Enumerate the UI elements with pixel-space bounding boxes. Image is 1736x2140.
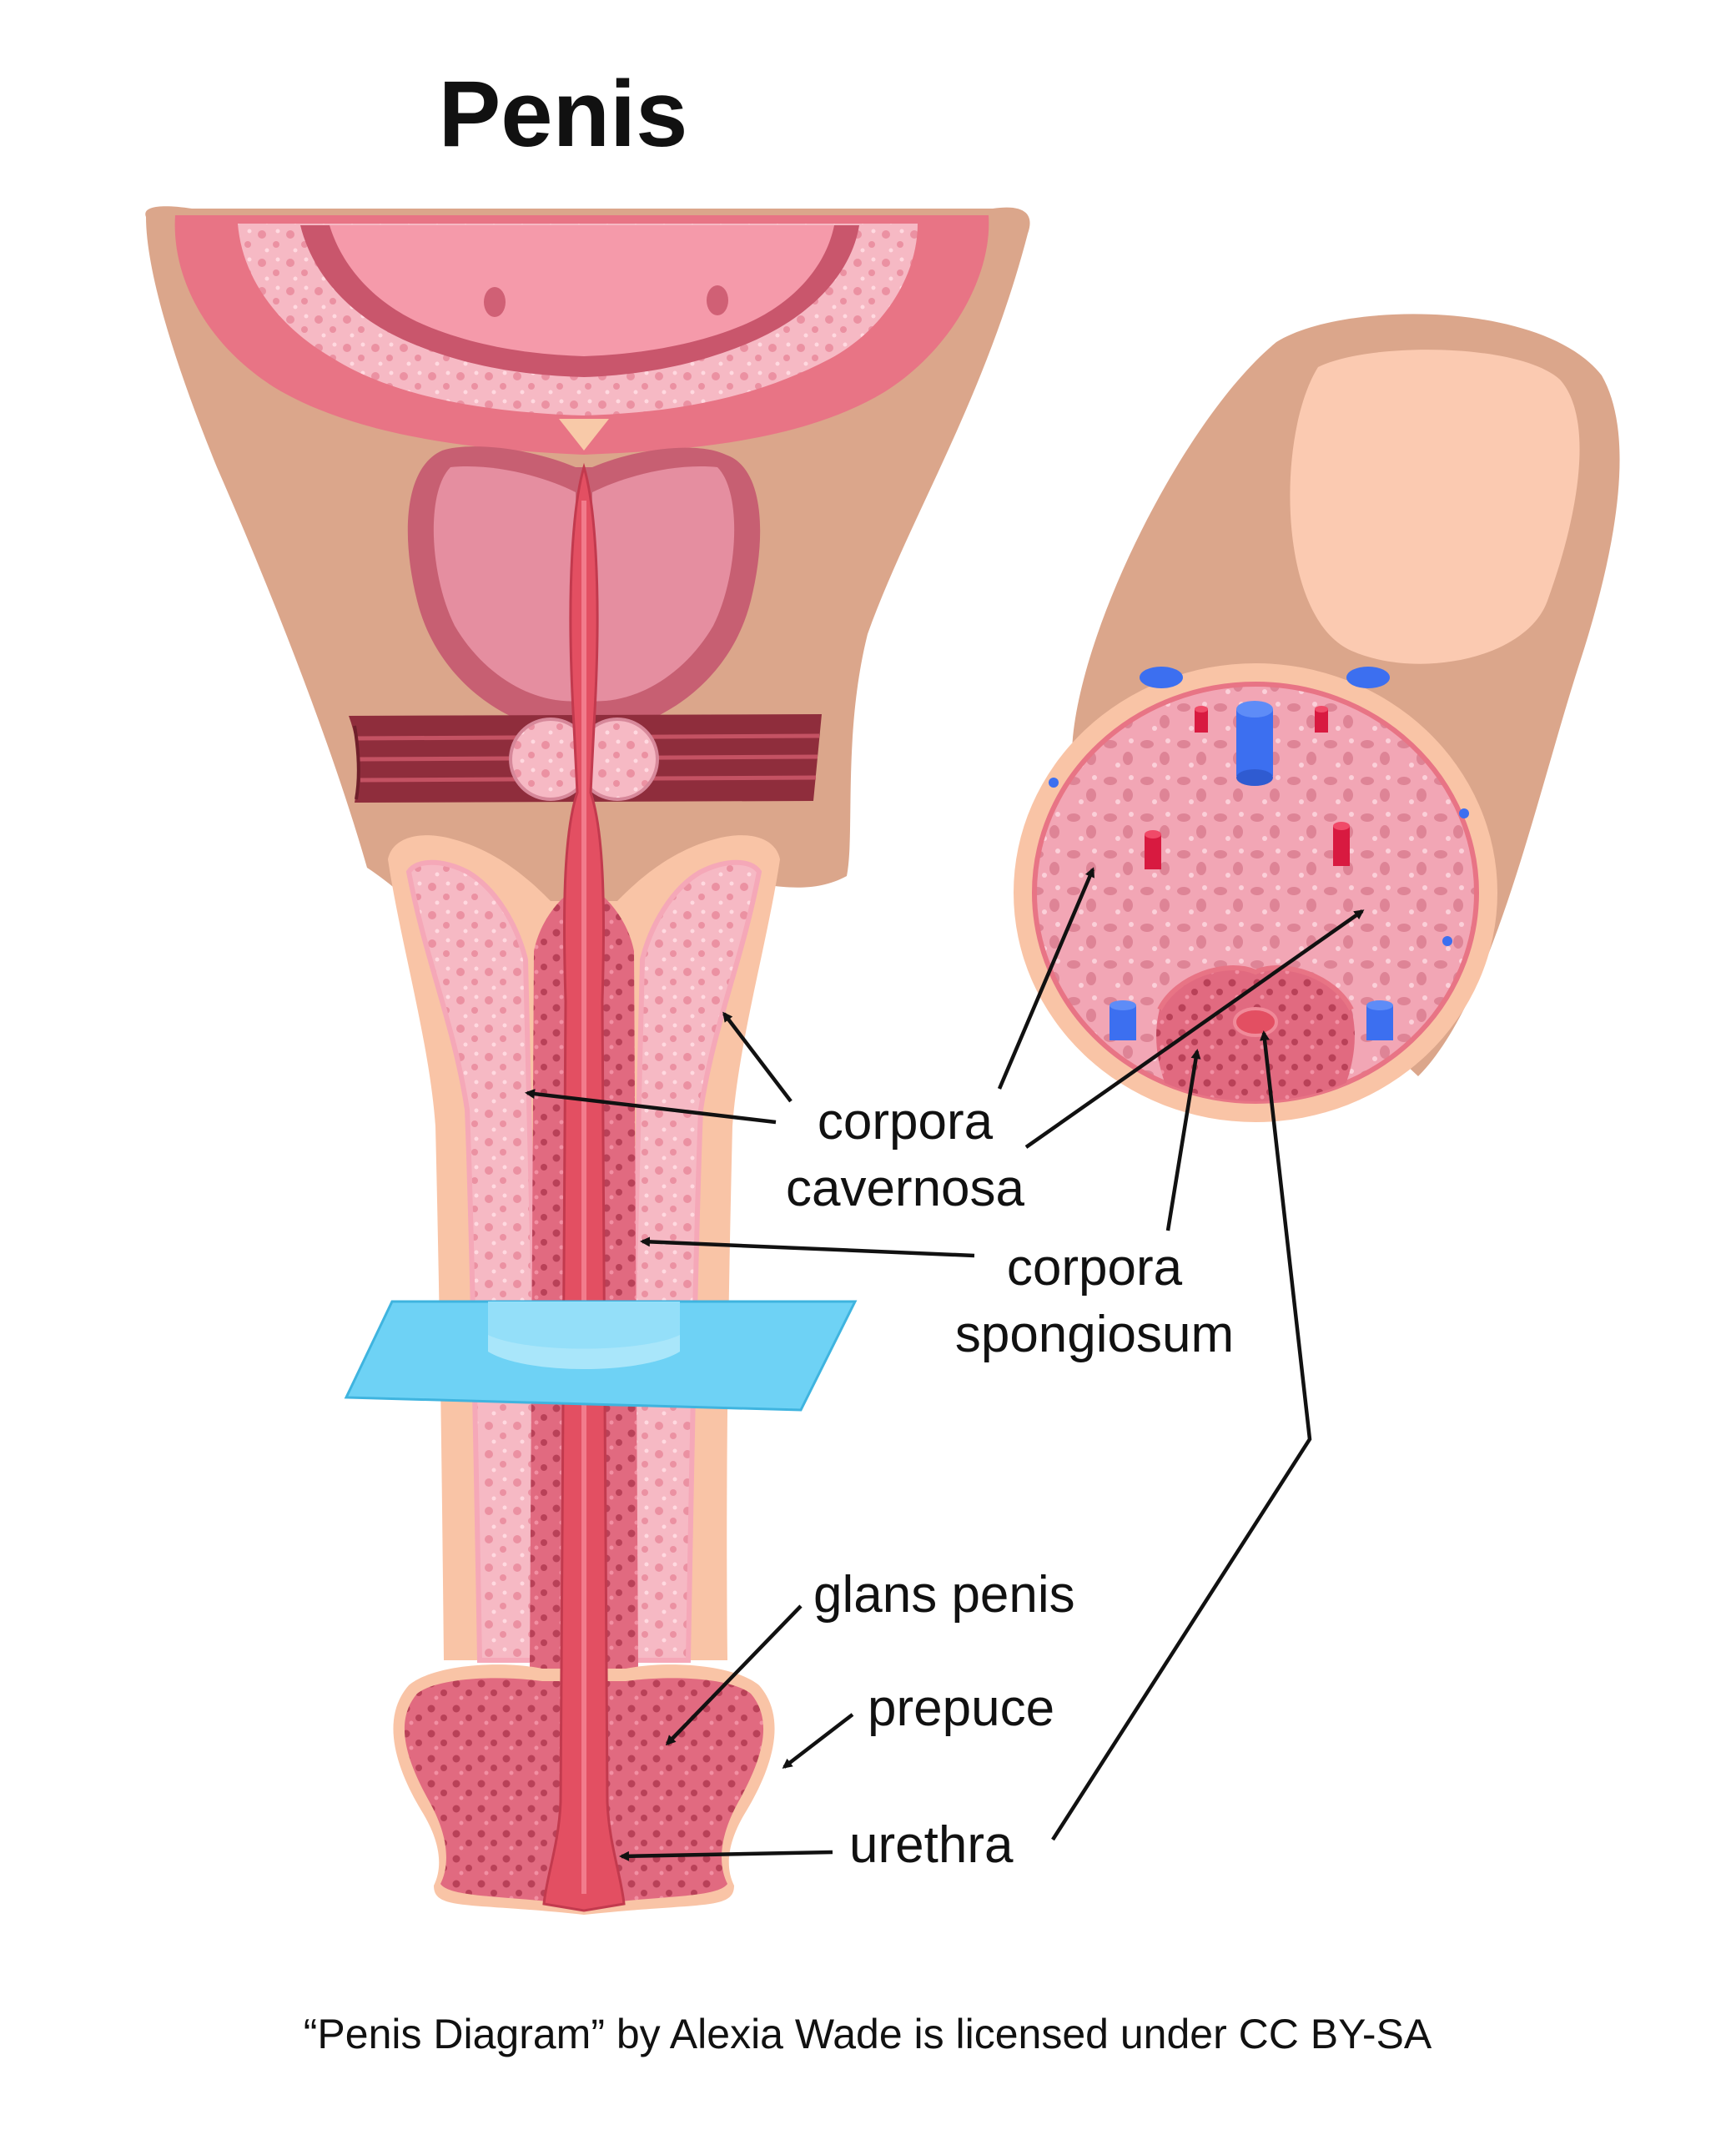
cross-urethra	[1233, 1007, 1278, 1037]
label-corpora-cavernosa-line2: cavernosa	[786, 1160, 1025, 1217]
label-corpora-spongiosum-line2: spongiosum	[955, 1306, 1234, 1363]
arrow-cavernosa-cross-right	[1024, 909, 1365, 1149]
bladder-lumen	[330, 225, 834, 356]
superficial-vein-2	[1346, 667, 1390, 688]
arrow-spongiosum-shaft	[640, 1236, 975, 1258]
arrow-glans	[665, 1604, 803, 1746]
arrow-prepuce	[782, 1713, 854, 1769]
arrow-urethra-glans	[619, 1850, 833, 1861]
ureter-opening-left	[484, 287, 506, 317]
leader-lines	[525, 867, 1365, 1861]
ureter-opening-right	[707, 285, 728, 315]
arrow-spongiosum-cross	[1165, 1049, 1201, 1231]
label-urethra: urethra	[849, 1816, 1014, 1874]
cylinder-end-cap	[1290, 350, 1580, 664]
arrow-cavernosa-left-shaft	[525, 1089, 777, 1125]
label-prepuce: prepuce	[868, 1679, 1054, 1737]
superficial-vein-4	[1459, 808, 1469, 818]
diagram-title: Penis	[439, 62, 688, 166]
label-corpora-cavernosa-line1: corpora	[818, 1093, 994, 1151]
corpus-cavernosum-left	[405, 859, 546, 1663]
dorsal-artery-right	[1315, 706, 1328, 733]
cross-spongiosum-outline	[1157, 965, 1354, 1011]
deep-artery-left	[1145, 830, 1161, 869]
bladder-neck	[559, 419, 609, 451]
spongiosum-vein-right	[1366, 1000, 1393, 1040]
cross-section-plane-overlap	[488, 1302, 680, 1349]
arrow-urethra-cross	[1051, 1030, 1312, 1841]
superficial-vein-5	[1442, 936, 1452, 946]
longitudinal-section	[145, 206, 1030, 1915]
deep-artery-right	[1333, 822, 1350, 866]
spongiosum-vein-left	[1110, 1000, 1136, 1040]
superficial-vein-3	[1049, 778, 1059, 788]
labels: corpora cavernosa corpora spongiosum gla…	[786, 1093, 1234, 1874]
arrow-cavernosa-right-shaft	[722, 1011, 793, 1103]
prostate-lobe-left	[433, 466, 580, 702]
cross-section-plane-cut	[488, 1302, 680, 1369]
credit-line: “Penis Diagram” by Alexia Wade is licens…	[304, 2011, 1432, 2057]
arrow-cavernosa-cross-left	[997, 867, 1095, 1090]
cross-section	[1014, 314, 1620, 1122]
dorsal-artery-left	[1195, 706, 1208, 733]
prostate-lobe-right	[588, 466, 735, 702]
corpus-cavernosum-right	[622, 859, 762, 1663]
dorsal-vein	[1236, 701, 1273, 786]
superficial-vein-1	[1140, 667, 1183, 688]
cross-corpus-spongiosum	[1156, 968, 1355, 1101]
label-corpora-spongiosum-line1: corpora	[1007, 1239, 1183, 1297]
label-glans-penis: glans penis	[813, 1566, 1075, 1624]
